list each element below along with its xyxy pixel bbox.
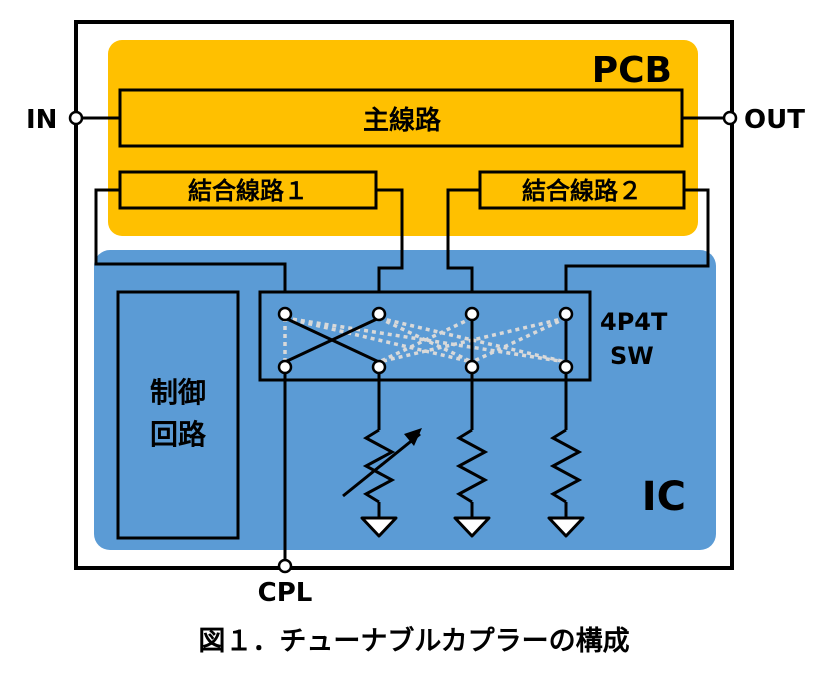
pcb-label: PCB (592, 50, 672, 91)
cpl1-right-wire (376, 188, 404, 313)
main-line-label: 主線路 (363, 105, 442, 136)
cpl1-left-wire (94, 188, 287, 313)
in-port-terminal (68, 110, 84, 126)
ic-label: IC (642, 474, 686, 520)
ground-symbol-1 (360, 516, 398, 538)
cpl2-right-wire (564, 188, 710, 313)
active-path-2 (284, 316, 380, 364)
coupled-line-1-label: 結合線路１ (188, 177, 308, 205)
cpl2-left-wire (446, 188, 480, 313)
out-port-terminal (722, 110, 738, 126)
out-port-label: OUT (744, 105, 805, 135)
control-circuit-label-line1: 制御 (150, 376, 206, 409)
cpl-port-label: CPL (258, 578, 313, 608)
switch-label-line1: 4P4T (600, 308, 668, 336)
coupled-line-2-label: 結合線路２ (522, 177, 642, 205)
control-circuit-label-line2: 回路 (150, 418, 207, 451)
resistor-2 (455, 373, 489, 518)
switch-box (258, 290, 592, 382)
variable-resistor (342, 373, 422, 518)
resistor-3 (549, 373, 583, 518)
ground-symbol-3 (547, 516, 585, 538)
figure-caption: 図１．チューナブルカプラーの構成 (198, 625, 629, 657)
cpl-port-terminal (277, 558, 293, 574)
ground-symbol-2 (453, 516, 491, 538)
switch-label-line2: SW (610, 342, 654, 370)
in-port-label: IN (26, 105, 57, 135)
control-circuit-box (116, 290, 240, 540)
